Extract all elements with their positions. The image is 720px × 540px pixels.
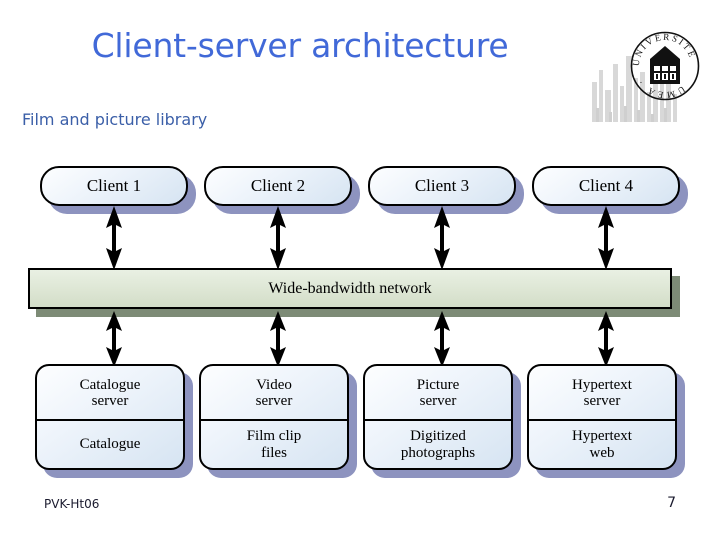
umea-university-logo: UNIVERSITET UMEÅ · [590,20,712,132]
server-data-line-2: photographs [400,444,476,461]
footer-page-number: 7 [667,495,676,511]
house-glyph [650,46,680,84]
client-label: Client 4 [578,176,634,195]
server-title: Picture server [365,366,511,421]
arrow-client-2-to-network [267,206,289,270]
page-title: Client-server architecture [91,26,509,65]
client-label: Client 3 [414,176,470,195]
arrow-client-3-to-network [431,206,453,270]
network-label: Wide-bandwidth network [268,279,432,297]
arrow-client-1-to-network [103,206,125,270]
server-title-line-1: Picture [416,376,460,393]
watermark-texture [596,106,667,122]
arrow-network-to-server-4 [595,311,617,367]
server-title-line-2: server [583,393,621,409]
server-data: Film clip files [201,421,347,468]
client-box-3[interactable]: Client 3 [368,166,516,206]
client-box-4[interactable]: Client 4 [532,166,680,206]
slide-subtitle: Film and picture library [22,110,208,129]
server-data-line-1: Digitized [410,428,466,445]
server-title-line-1: Catalogue [79,376,141,393]
server-box-picture[interactable]: Picture server Digitized photographs [363,364,513,470]
server-data: Catalogue [37,421,183,468]
server-data-line-2: files [261,444,287,461]
server-data-line-1: Hypertext [572,428,632,445]
arrow-network-to-server-2 [267,311,289,367]
arrow-network-to-server-3 [431,311,453,367]
watermark-skyline [592,56,677,122]
server-title: Hypertext server [529,366,675,421]
network-bar[interactable]: Wide-bandwidth network [28,268,672,309]
footer-course-code: PVK-Ht06 [44,497,100,511]
seal: UNIVERSITET UMEÅ · [630,31,700,100]
server-title-line-2: server [255,393,293,409]
server-box-catalogue[interactable]: Catalogue server Catalogue [35,364,185,470]
server-title-line-2: server [91,393,129,409]
server-title-line-2: server [419,393,457,409]
architecture-diagram: Client 1 Client 2 Client 3 Client 4 Wide… [0,150,720,485]
server-data-line-1: Film clip [246,428,302,445]
server-title-line-1: Video [256,376,292,393]
arrow-client-4-to-network [595,206,617,270]
client-label: Client 1 [86,176,142,195]
client-label: Client 2 [250,176,306,195]
arrow-network-to-server-1 [103,311,125,367]
server-title: Catalogue server [37,366,183,421]
server-data-line-2: web [589,444,615,461]
server-data: Hypertext web [529,421,675,468]
server-box-hypertext[interactable]: Hypertext server Hypertext web [527,364,677,470]
client-box-1[interactable]: Client 1 [40,166,188,206]
server-title-line-1: Hypertext [572,376,632,393]
server-data-line-1: Catalogue [79,436,141,453]
client-box-2[interactable]: Client 2 [204,166,352,206]
server-box-video[interactable]: Video server Film clip files [199,364,349,470]
server-data: Digitized photographs [365,421,511,468]
server-title: Video server [201,366,347,421]
